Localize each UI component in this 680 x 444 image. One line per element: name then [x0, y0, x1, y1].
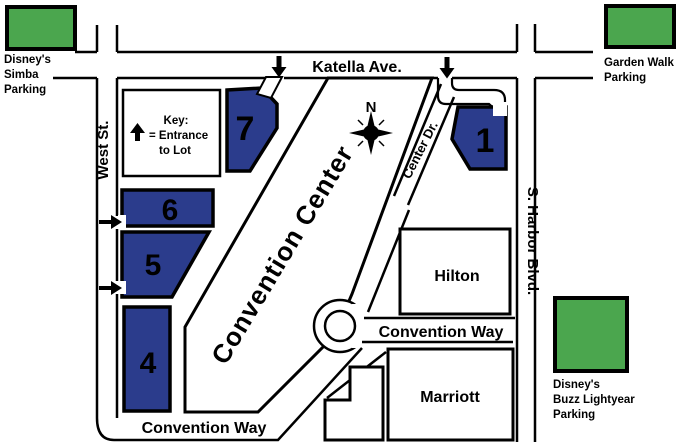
- map-key: Key: = Entrance to Lot: [121, 88, 222, 178]
- key-entrance-arrow-icon: [130, 123, 145, 141]
- lot-4-number: 4: [140, 347, 157, 380]
- lot-1-entrance-arrow: [439, 57, 455, 79]
- center-dr-lower-edge: [366, 209, 411, 313]
- lot-5-entrance-notch: [118, 281, 126, 294]
- cul-de-sac-island: [323, 309, 357, 343]
- lot-6-entrance-notch: [118, 215, 126, 228]
- marriott-annex-building: [323, 365, 385, 442]
- center-dr-line-east: [406, 96, 456, 206]
- compass-ticks: [357, 119, 385, 147]
- garden-walk-label-1: Garden Walk: [604, 57, 674, 69]
- convention-way-lower-south-line: [95, 347, 363, 442]
- garden-walk-label-2: Parking: [604, 72, 646, 84]
- simba-label-3: Parking: [4, 84, 46, 96]
- lot-5-entrance-arrow: [99, 281, 122, 295]
- convention-center-building: [183, 76, 435, 414]
- lot-1-number: 1: [476, 122, 495, 160]
- lot-6-shape: [120, 188, 215, 228]
- entrance-arrows: [99, 56, 455, 295]
- lot-6-number: 6: [162, 194, 179, 227]
- marriott-label: Marriott: [420, 389, 480, 406]
- key-entrance-text: = Entrance: [149, 130, 208, 142]
- garden-walk-parking-square: [604, 4, 676, 49]
- hilton-label: Hilton: [434, 268, 479, 285]
- west-st-upper-lines: [95, 25, 119, 52]
- simba-label-2: Simba: [4, 69, 39, 81]
- compass-north-label: N: [366, 99, 377, 116]
- lot-7-number: 7: [236, 110, 255, 148]
- hilton-building: [398, 227, 512, 316]
- simba-parking-square: [5, 5, 77, 51]
- buzz-label-3: Parking: [553, 409, 595, 421]
- key-entrance-text-2: to Lot: [159, 145, 191, 157]
- lot-7-entrance-ramp: [255, 76, 284, 100]
- lot-4-shape: [122, 305, 172, 413]
- simba-label-1: Disney's: [4, 54, 51, 66]
- convention-way-lower-label: Convention Way: [142, 420, 267, 437]
- marriott-building: [386, 347, 515, 442]
- buzz-label-2: Buzz Lightyear: [553, 394, 635, 406]
- lot1-access-outer: [436, 78, 499, 113]
- katella-ave-label: Katella Ave.: [312, 59, 402, 76]
- lot1-access-inner: [450, 78, 507, 108]
- lot-7-entrance-arrow: [271, 56, 287, 78]
- compass-spike-east: [376, 129, 393, 137]
- center-dr-line-west: [392, 83, 443, 197]
- cul-de-sac-opening: [352, 304, 380, 348]
- compass-spike-north: [367, 111, 375, 128]
- compass-spike-south: [367, 138, 375, 155]
- buzz-label-1: Disney's: [553, 379, 600, 391]
- convention-way-upper-label: Convention Way: [379, 324, 504, 341]
- west-st-label: West St.: [95, 121, 112, 180]
- lot-5-shape: [120, 230, 213, 299]
- key-title: Key:: [164, 115, 189, 127]
- lot-5-number: 5: [145, 249, 162, 282]
- compass-rose: N: [349, 99, 393, 155]
- green-parking-labels: Disney's Simba Parking Garden Walk Parki…: [4, 54, 674, 421]
- lot-6-entrance-arrow: [99, 215, 122, 229]
- harbor-blvd-label: S. Harbor Blvd.: [524, 187, 541, 295]
- harbor-blvd-upper-lines: [515, 24, 537, 52]
- buzz-lightyear-parking-square: [553, 296, 629, 373]
- compass-center-dot: [363, 125, 379, 141]
- compass-spike-west: [349, 129, 366, 137]
- harbor-blvd-lines: [515, 78, 537, 442]
- lot-1-entrance-notch: [493, 102, 507, 116]
